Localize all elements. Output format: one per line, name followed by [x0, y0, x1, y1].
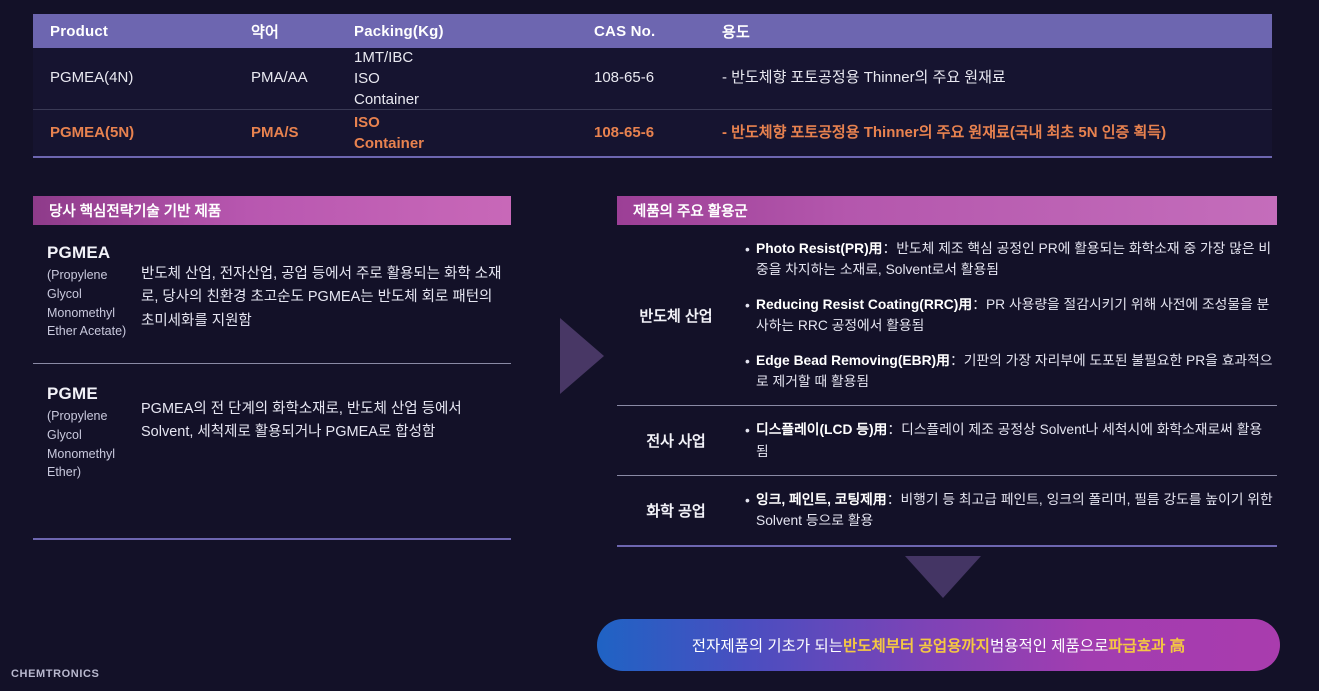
product-description: PGMEA의 전 단계의 화학소재로, 반도체 산업 등에서 Solvent, …: [141, 401, 462, 441]
list-item: • 디스플레이(LCD 등)用：디스플레이 제조 공정상 Solvent나 세척…: [745, 419, 1273, 462]
usage-item-list: • 잉크, 페인트, 코팅제用：비행기 등 최고급 페인트, 잉크의 폴리머, …: [735, 476, 1277, 545]
summary-banner: 전자제품의 기초가 되는 반도체부터 공업용까지 범용적인 제품으로 파급효과 …: [597, 619, 1280, 671]
banner-text-part1: 전자제품의 기초가 되는: [691, 638, 844, 655]
table-row: PGMEA(4N) PMA/AA 1MT/IBC ISO Container 1…: [33, 48, 1272, 110]
banner-highlight-1: 반도체부터 공업용까지: [843, 638, 990, 655]
left-panel-bottom-rule: [33, 538, 511, 540]
right-panel: 제품의 주요 활용군 반도체 산업 • Photo Resist(PR)用：반도…: [617, 196, 1277, 547]
arrow-down-icon: [905, 556, 981, 598]
arrow-right-icon: [560, 318, 604, 394]
cell-product: PGMEA(5N): [50, 123, 135, 141]
left-panel-header: 당사 핵심전략기술 기반 제품: [33, 196, 511, 225]
right-panel-header: 제품의 주요 활용군: [617, 196, 1277, 225]
list-item-title: Photo Resist(PR)用: [756, 241, 883, 256]
bullet-icon: •: [745, 423, 750, 439]
cell-abbr: PMA/S: [251, 123, 299, 141]
bullet-icon: •: [745, 297, 750, 313]
product-description: 반도체 산업, 전자산업, 공업 등에서 주로 활용되는 화학 소재로, 당사의…: [141, 266, 502, 329]
list-item-body: ：기판의 가장 자리부에 도포된 불필요한 PR을 효과적으로 제거할 때 활용…: [756, 352, 1273, 389]
list-item-text: 잉크, 페인트, 코팅제用：비행기 등 최고급 페인트, 잉크의 폴리머, 필름…: [756, 489, 1273, 532]
usage-label: 전사 사업: [646, 433, 706, 451]
company-logo: CHEMTRONICS: [11, 668, 100, 680]
list-item: • Reducing Resist Coating(RRC)用：PR 사용량을 …: [745, 294, 1273, 337]
cell-product: PGMEA(4N): [50, 69, 134, 87]
list-item-title: 디스플레이(LCD 등)用: [756, 422, 888, 438]
cell-packing: 1MT/IBC ISO Container: [354, 47, 594, 111]
cell-cas: 108-65-6: [594, 123, 655, 141]
list-item-title: Reducing Resist Coating(RRC)用: [756, 296, 973, 312]
usage-row-semiconductor: 반도체 산업 • Photo Resist(PR)用：반도체 제조 핵심 공정인…: [617, 225, 1277, 407]
cell-use: - 반도체향 포토공정용 Thinner의 주요 원재료(국내 최초 5N 인증…: [722, 123, 1167, 141]
list-item-body: ：PR 사용량을 절감시키기 위해 사전에 조성물을 분사하는 RRC 공정에서…: [756, 296, 1270, 334]
packing-line: ISO: [354, 69, 380, 87]
product-block-pgmea: PGMEA (Propylene Glycol Monomethyl Ether…: [33, 225, 511, 364]
cell-abbr: PMA/AA: [251, 69, 308, 87]
packing-line: 1MT/IBC: [354, 48, 414, 66]
list-item: • Photo Resist(PR)用：반도체 제조 핵심 공정인 PR에 활용…: [745, 238, 1273, 281]
product-abbr: PGME: [47, 384, 98, 403]
usage-item-list: • 디스플레이(LCD 등)用：디스플레이 제조 공정상 Solvent나 세척…: [735, 406, 1277, 475]
product-name-column: PGMEA (Propylene Glycol Monomethyl Ether…: [33, 243, 141, 341]
bullet-icon: •: [745, 493, 750, 508]
list-item-text: 디스플레이(LCD 등)用：디스플레이 제조 공정상 Solvent나 세척시에…: [756, 419, 1273, 462]
table-row-highlighted: PGMEA(5N) PMA/S ISO Container 108-65-6 -…: [33, 110, 1272, 158]
bullet-icon: •: [745, 353, 750, 369]
banner-text-part2: 범용적인 제품으로: [989, 638, 1109, 655]
table-header-product: Product: [50, 22, 109, 40]
product-name-column: PGME (Propylene Glycol Monomethyl Ether): [33, 384, 141, 482]
table-header-use: 용도: [722, 23, 751, 41]
list-item-body: ：비행기 등 최고급 페인트, 잉크의 폴리머, 필름 강도를 높이기 위한 S…: [756, 492, 1273, 529]
list-item: • Edge Bead Removing(EBR)用：기판의 가장 자리부에 도…: [745, 350, 1273, 393]
list-item-text: Reducing Resist Coating(RRC)用：PR 사용량을 절감…: [756, 294, 1273, 337]
list-item-body: ：반도체 제조 핵심 공정인 PR에 활용되는 화학소재 중 가장 많은 비중을…: [756, 241, 1272, 278]
banner-highlight-2: 파급효과 高: [1108, 638, 1186, 655]
list-item-title: 잉크, 페인트, 코팅제用: [756, 492, 887, 507]
product-table: Product 약어 Packing(Kg) CAS No. 용도 PGMEA(…: [33, 14, 1272, 158]
bullet-icon: •: [745, 242, 750, 257]
cell-packing: ISO Container: [354, 112, 594, 155]
usage-row-chemical: 화학 공업 • 잉크, 페인트, 코팅제用：비행기 등 최고급 페인트, 잉크의…: [617, 476, 1277, 547]
table-header-packing: Packing(Kg): [354, 22, 444, 40]
packing-line: Container: [354, 135, 425, 152]
list-item-text: Photo Resist(PR)用：반도체 제조 핵심 공정인 PR에 활용되는…: [756, 238, 1273, 281]
product-full-name: (Propylene Glycol Monomethyl Ether): [47, 409, 116, 480]
table-header-row: Product 약어 Packing(Kg) CAS No. 용도: [33, 14, 1272, 48]
left-panel-body: PGMEA (Propylene Glycol Monomethyl Ether…: [33, 225, 511, 498]
product-block-pgme: PGME (Propylene Glycol Monomethyl Ether)…: [33, 364, 511, 498]
usage-label: 반도체 산업: [639, 307, 713, 325]
usage-row-display: 전사 사업 • 디스플레이(LCD 등)用：디스플레이 제조 공정상 Solve…: [617, 406, 1277, 476]
cell-use: - 반도체향 포토공정용 Thinner의 주요 원재료: [722, 69, 1006, 87]
list-item-text: Edge Bead Removing(EBR)用：기판의 가장 자리부에 도포된…: [756, 350, 1273, 393]
packing-line: Container: [354, 91, 420, 109]
cell-cas: 108-65-6: [594, 69, 655, 87]
packing-line: ISO: [354, 113, 380, 131]
list-item-title: Edge Bead Removing(EBR)用: [756, 352, 950, 368]
product-full-name: (Propylene Glycol Monomethyl Ether Aceta…: [47, 268, 127, 339]
left-panel: 당사 핵심전략기술 기반 제품 PGMEA (Propylene Glycol …: [33, 196, 511, 498]
list-item-body: ：디스플레이 제조 공정상 Solvent나 세척시에 화학소재로써 활용됨: [756, 422, 1263, 459]
product-abbr: PGMEA: [47, 243, 111, 262]
usage-label: 화학 공업: [646, 502, 706, 520]
usage-item-list: • Photo Resist(PR)用：반도체 제조 핵심 공정인 PR에 활용…: [735, 225, 1277, 405]
table-header-abbr: 약어: [251, 23, 280, 41]
list-item: • 잉크, 페인트, 코팅제用：비행기 등 최고급 페인트, 잉크의 폴리머, …: [745, 489, 1273, 532]
table-header-cas: CAS No.: [594, 22, 656, 40]
